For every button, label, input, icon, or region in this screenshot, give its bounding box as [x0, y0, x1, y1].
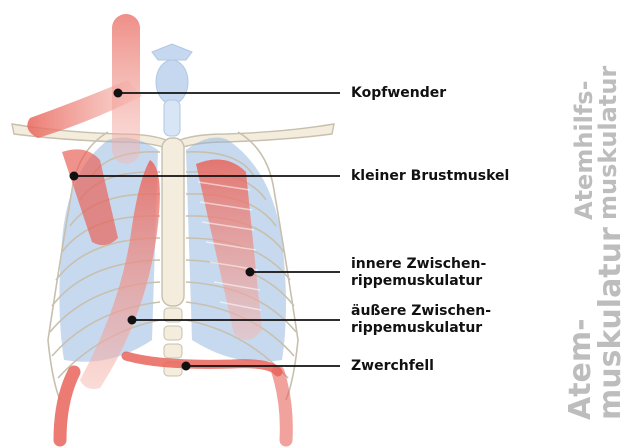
- sternum: [161, 137, 185, 307]
- sternocleidomastoid-muscle: [27, 14, 143, 164]
- label-aeussere-line1: äußere Zwischen-: [351, 303, 492, 319]
- label-innere-zwischenrippe: innere Zwischen- rippemuskulatur: [351, 256, 486, 290]
- side-label-atem-line2: muskulatur: [593, 227, 628, 420]
- leader-kopfwender: [113, 88, 340, 98]
- label-aeussere-zwischenrippe: äußere Zwischen- rippemuskulatur: [351, 303, 491, 337]
- leader-aeussere: [127, 315, 340, 325]
- label-zwerchfell: Zwerchfell: [351, 358, 434, 374]
- label-kopfwender: Kopfwender: [351, 85, 447, 101]
- label-brustmuskel: kleiner Brustmuskel: [351, 168, 510, 184]
- leader-zwerchfell: [181, 361, 340, 371]
- external-intercostal-muscle: [80, 160, 160, 389]
- side-label-atemhilfs-line1: Atemhilfs-: [570, 80, 598, 220]
- label-aeussere-line2: rippemuskulatur: [351, 320, 483, 336]
- leader-innere: [245, 267, 340, 277]
- side-label-atemmuskulatur: Atem- muskulatur: [563, 227, 628, 420]
- label-innere-line2: rippemuskulatur: [351, 273, 483, 289]
- side-label-atemhilfsmuskulatur: Atemhilfs- muskulatur: [570, 65, 622, 220]
- label-innere-line1: innere Zwischen-: [351, 256, 487, 272]
- internal-intercostal-muscle: [196, 159, 262, 341]
- larynx-trachea: [151, 43, 193, 137]
- side-label-atemhilfs-line2: muskulatur: [594, 65, 622, 220]
- side-label-atem-line1: Atem-: [563, 318, 598, 420]
- leader-brustmuskel: [69, 171, 340, 181]
